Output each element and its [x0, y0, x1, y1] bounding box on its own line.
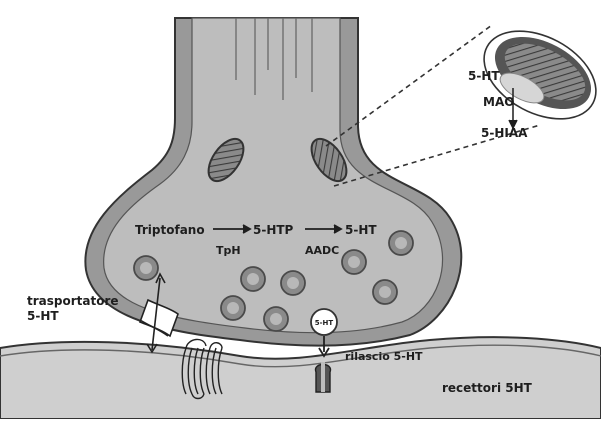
aadc-label: AADC: [305, 244, 339, 257]
htp-label: 5-HTP: [253, 223, 294, 237]
hiaa-label: 5-HIAA: [481, 126, 528, 140]
release-label: rilascio 5-HT: [345, 350, 423, 363]
mito-5ht-label: 5-HT: [468, 69, 500, 83]
receptor-ion-channel: [316, 362, 331, 392]
transporter-label-line2: 5-HT: [27, 309, 59, 323]
release-vesicle-label: 5-HT: [315, 319, 334, 327]
receptors-label: recettori 5HT: [442, 381, 533, 395]
transporter-label-line1: trasportatore: [27, 294, 119, 308]
releasing-vesicle: 5-HT: [311, 309, 337, 356]
mao-label: MAO: [483, 95, 514, 109]
tph-label: TpH: [216, 244, 241, 257]
triptofano-label: Triptofano: [135, 223, 205, 237]
pathway-5ht-label: 5-HT: [345, 223, 377, 237]
